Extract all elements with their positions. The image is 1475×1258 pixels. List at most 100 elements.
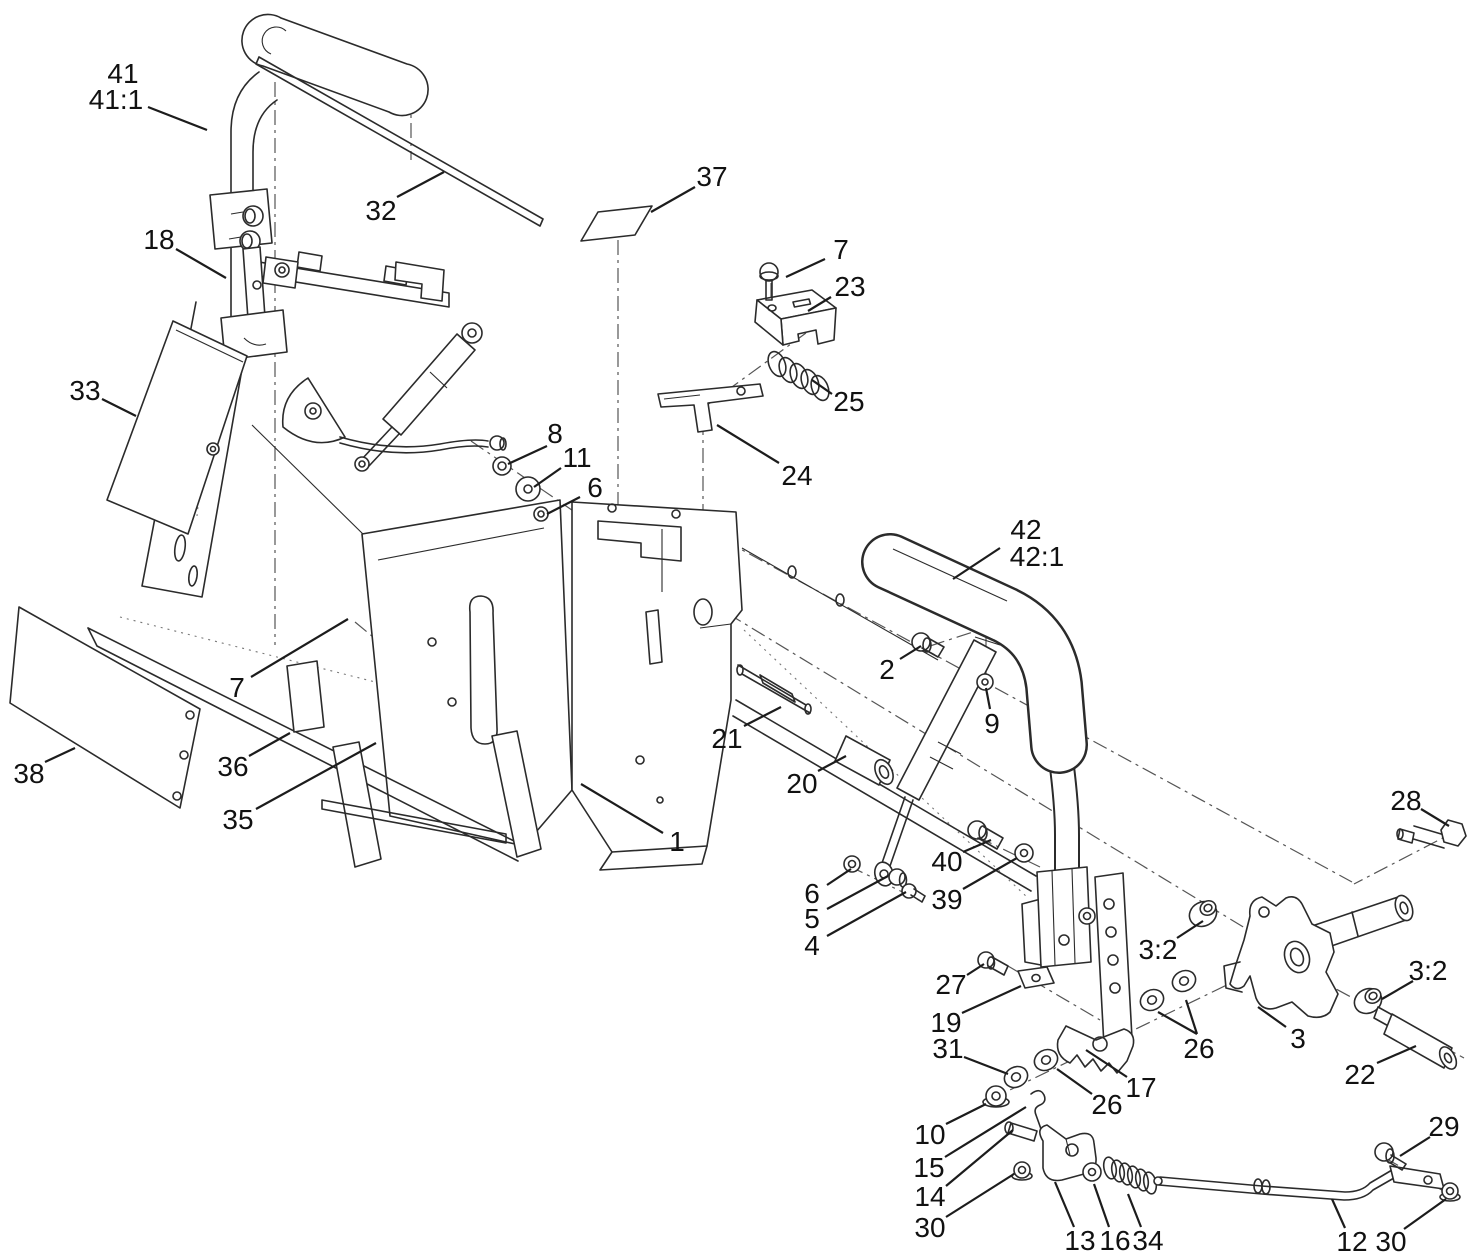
leader-line xyxy=(811,379,833,395)
callout-label: 31 xyxy=(932,1033,963,1064)
leader-line xyxy=(826,868,852,886)
part-washer-9 xyxy=(976,673,994,691)
leader-line xyxy=(966,963,985,976)
callout-label: 27 xyxy=(935,969,966,1000)
part-decal-37 xyxy=(580,205,653,242)
callout-label: 28 xyxy=(1390,785,1421,816)
callout-label: 5 xyxy=(804,903,820,934)
part-plate-24 xyxy=(657,383,764,433)
leader-line xyxy=(952,547,1001,580)
part-rollbar-left xyxy=(209,13,429,361)
callout-label: 8 xyxy=(547,418,563,449)
callout-label: 34 xyxy=(1132,1225,1163,1256)
leader-line xyxy=(785,258,826,278)
callout-label: 16 xyxy=(1099,1225,1130,1256)
callout-label: 30 xyxy=(914,1212,945,1243)
part-bolt-2 xyxy=(911,632,945,658)
leader-line xyxy=(1420,808,1450,827)
part-washer-11 xyxy=(515,476,541,502)
callout-label: 4 xyxy=(804,930,820,961)
callout-label: 9 xyxy=(984,708,1000,739)
callout-label: 14 xyxy=(914,1181,945,1212)
part-arm-3 xyxy=(1223,894,1414,1019)
leader-line xyxy=(1126,1193,1143,1228)
leader-line xyxy=(984,687,992,710)
leader-line xyxy=(962,857,1018,890)
part-bushing-32-left xyxy=(1188,899,1218,928)
leader-line xyxy=(899,645,922,660)
leader-line xyxy=(945,1103,987,1125)
leader-line xyxy=(1403,1198,1447,1230)
leader-line xyxy=(255,742,377,810)
callout-label: 2 xyxy=(879,654,895,685)
callout-label: 41:1 xyxy=(89,84,144,115)
leader-line xyxy=(1330,1198,1347,1229)
callout-label: 26 xyxy=(1091,1089,1122,1120)
callout-label: 35 xyxy=(222,804,253,835)
callout-label: 17 xyxy=(1125,1072,1156,1103)
callout-label: 6 xyxy=(587,472,603,503)
leader-line xyxy=(826,891,907,937)
part-clip-15 xyxy=(1030,1089,1046,1130)
callout-label: 3:2 xyxy=(1139,934,1178,965)
callout-label: 21 xyxy=(711,723,742,754)
callout-label: 30 xyxy=(1375,1226,1406,1257)
callout-label: 42 xyxy=(1010,514,1041,545)
callout-label: 25 xyxy=(833,386,864,417)
part-clevis-13 xyxy=(1039,1124,1097,1182)
part-spacer-20 xyxy=(834,735,894,786)
part-rod-32 xyxy=(255,56,544,227)
callout-label: 1 xyxy=(669,826,685,857)
callout-label: 7 xyxy=(229,672,245,703)
part-spring-25 xyxy=(767,350,830,402)
part-nut-8 xyxy=(492,456,512,476)
callout-label: 38 xyxy=(13,758,44,789)
callout-label: 33 xyxy=(69,375,100,406)
leader-line xyxy=(1184,999,1199,1035)
leader-line xyxy=(396,171,445,198)
part-nut-6-mid xyxy=(843,855,861,873)
leader-line xyxy=(147,105,208,132)
leader-line xyxy=(580,783,664,834)
leader-line xyxy=(650,186,696,213)
part-nut-30-left xyxy=(1011,1161,1033,1181)
part-panel-38 xyxy=(9,606,201,809)
part-strip-36 xyxy=(286,660,325,733)
callout-label: 18 xyxy=(143,224,174,255)
part-pin-22 xyxy=(1373,1006,1458,1070)
part-bolt-4 xyxy=(901,883,926,903)
callout-label: 36 xyxy=(217,751,248,782)
leader-line xyxy=(44,747,76,763)
callout-label: 39 xyxy=(931,884,962,915)
leader-line xyxy=(944,1106,1027,1158)
leader-line xyxy=(1381,980,1414,1000)
callout-label: 37 xyxy=(696,161,727,192)
callout-label: 24 xyxy=(781,460,812,491)
leader-line xyxy=(1092,1183,1111,1228)
leader-line xyxy=(250,618,349,678)
part-washer-16 xyxy=(1082,1162,1102,1182)
callout-label: 20 xyxy=(786,768,817,799)
part-washers-26 xyxy=(1003,969,1197,1089)
callout-label: 23 xyxy=(834,271,865,302)
leader-line xyxy=(1053,1181,1076,1228)
part-bolt-40 xyxy=(967,820,1004,850)
leader-line xyxy=(1257,1006,1287,1028)
leader-line xyxy=(175,248,227,279)
part-rollbar-right xyxy=(861,533,1092,968)
leader-line xyxy=(248,732,291,757)
callout-label: 26 xyxy=(1183,1033,1214,1064)
callout-label: 7 xyxy=(833,234,849,265)
callout-label: 41 xyxy=(107,58,138,89)
part-bolt-28 xyxy=(1396,819,1467,849)
part-gas-spring-left xyxy=(281,322,507,472)
leader-line xyxy=(945,1129,1014,1187)
leader-line xyxy=(961,984,1022,1015)
leader-line xyxy=(546,496,581,515)
leader-line xyxy=(807,296,832,312)
leader-line xyxy=(743,706,782,727)
part-plate-19 xyxy=(1017,966,1055,989)
leader-line xyxy=(1399,1136,1431,1157)
